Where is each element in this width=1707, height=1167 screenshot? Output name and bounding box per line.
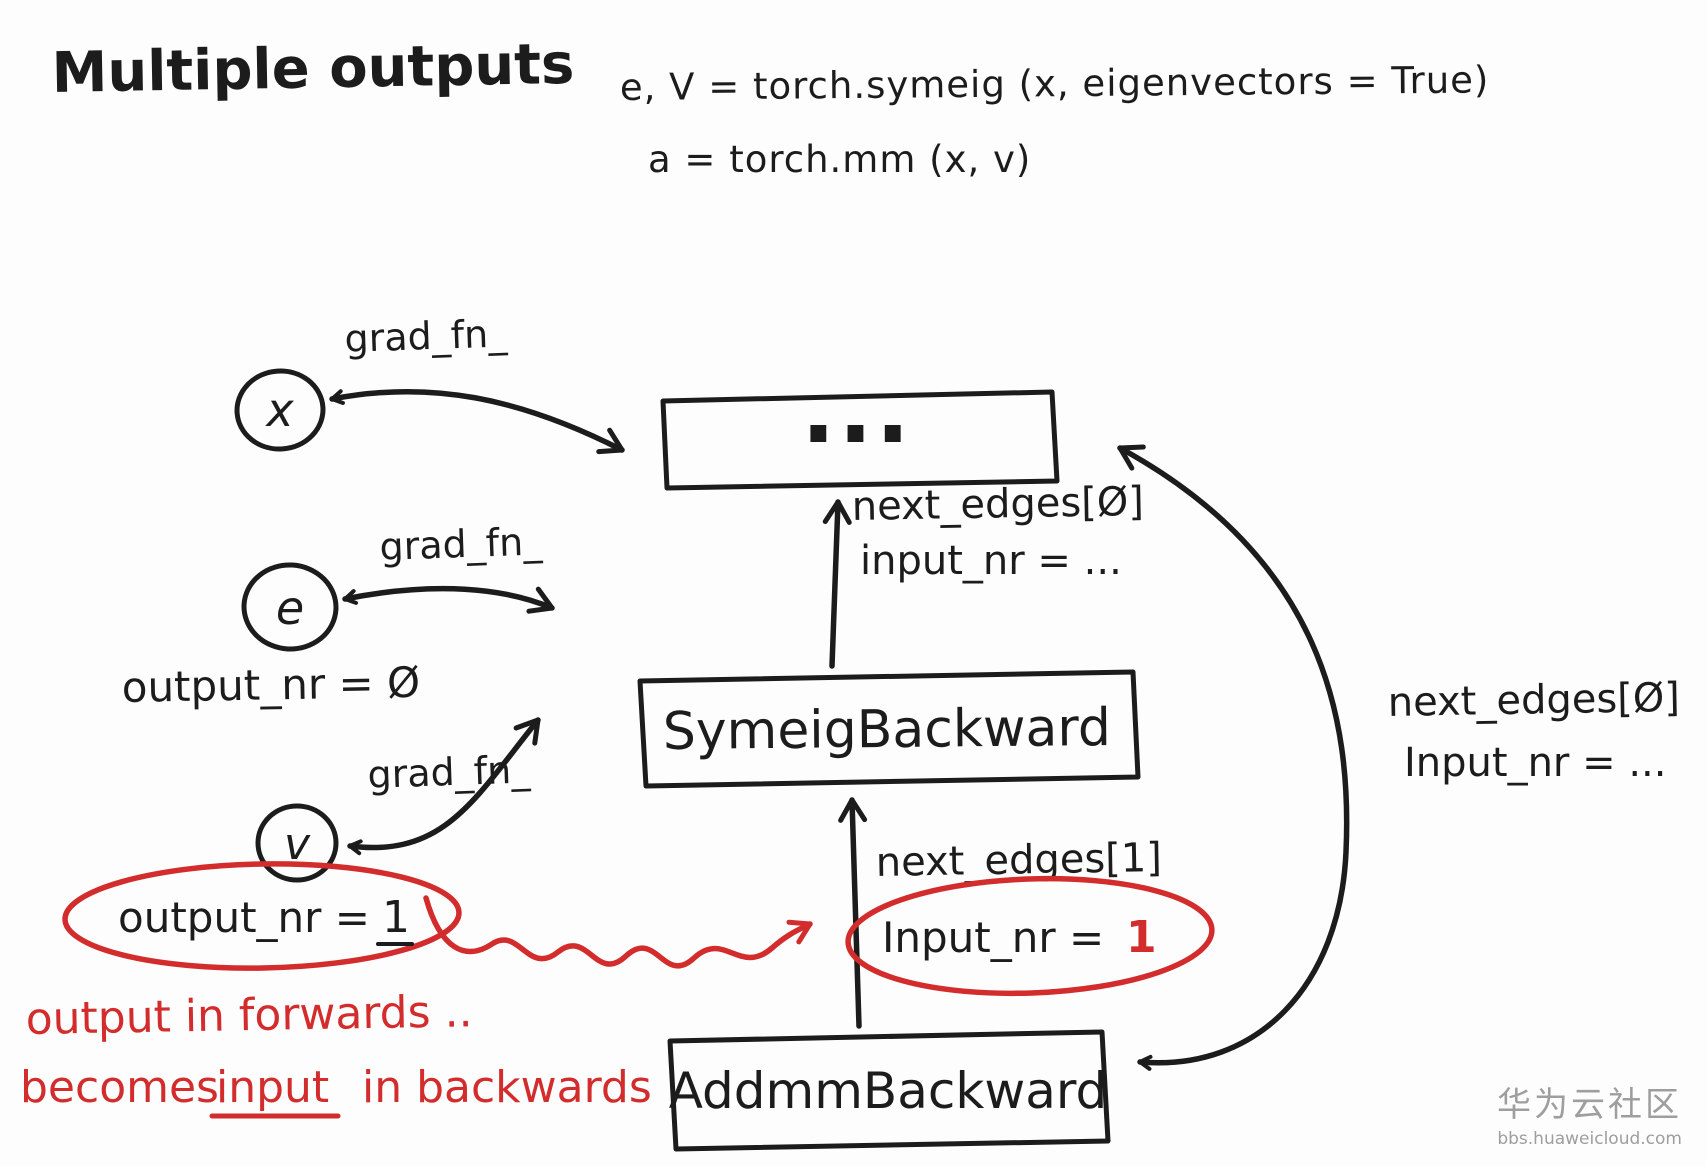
note-line-2-rest: in backwards bbox=[362, 1062, 652, 1113]
node-x-circle bbox=[234, 368, 326, 452]
page-title: Multiple outputs bbox=[51, 32, 575, 106]
watermark-name: 华为云社区 bbox=[1497, 1085, 1682, 1125]
symeig-to-top-arrow bbox=[822, 499, 852, 669]
output-nr-e-label: output_nr = Ø bbox=[121, 658, 420, 712]
grad-fn-label-e: grad_fn_ bbox=[379, 519, 544, 569]
next-edges-0-right-label: next_edges[Ø] bbox=[1387, 675, 1680, 726]
note-line-2-input: input bbox=[216, 1062, 329, 1113]
output-nr-1-red-oval bbox=[62, 861, 462, 971]
note-line-2-becomes: becomes bbox=[20, 1062, 219, 1113]
x-to-top-box-arrow bbox=[329, 388, 625, 455]
input-nr-1-red-oval bbox=[845, 875, 1215, 997]
watermark-url: bbs.huaweicloud.com bbox=[1497, 1129, 1682, 1149]
top-dots-label: ... bbox=[801, 359, 913, 464]
output-nr-v-label: output_nr = bbox=[118, 893, 370, 942]
top-dots-box bbox=[660, 389, 1060, 491]
node-e-label: e bbox=[276, 581, 304, 635]
e-to-symeig-arrow bbox=[342, 585, 555, 614]
node-v-circle bbox=[255, 803, 339, 883]
next-edges-0-top-label: next_edges[Ø] bbox=[851, 479, 1144, 530]
input-nr-1-value: 1 bbox=[1126, 912, 1157, 963]
grad-fn-label-x: grad_fn_ bbox=[344, 311, 509, 361]
node-e-circle bbox=[241, 562, 339, 652]
addmm-backward-label: AddmmBackward bbox=[669, 1062, 1108, 1120]
input-nr-right-label: Input_nr = ... bbox=[1404, 740, 1666, 786]
code-line-2: a = torch.mm (x, v) bbox=[648, 138, 1031, 181]
forward-output-to-backward-input-squiggle bbox=[423, 895, 813, 969]
input-nr-top-label: input_nr = ... bbox=[860, 538, 1122, 584]
output-nr-v-value: 1 bbox=[382, 892, 410, 943]
addmm-to-symeig-arrow bbox=[838, 797, 868, 1029]
input-nr-1-label: Input_nr = bbox=[882, 913, 1104, 962]
node-x-label: x bbox=[264, 383, 294, 437]
note-line-1: output in forwards .. bbox=[25, 986, 473, 1045]
addmm-to-top-curved-arrow bbox=[1117, 444, 1350, 1071]
code-line-1: e, V = torch.symeig (x, eigenvectors = T… bbox=[620, 58, 1490, 109]
grad-fn-label-v: grad_fn_ bbox=[367, 747, 532, 797]
v-to-symeig-arrow bbox=[347, 717, 541, 856]
addmm-backward-box bbox=[667, 1029, 1111, 1152]
symeig-backward-label: SymeigBackward bbox=[663, 698, 1112, 762]
